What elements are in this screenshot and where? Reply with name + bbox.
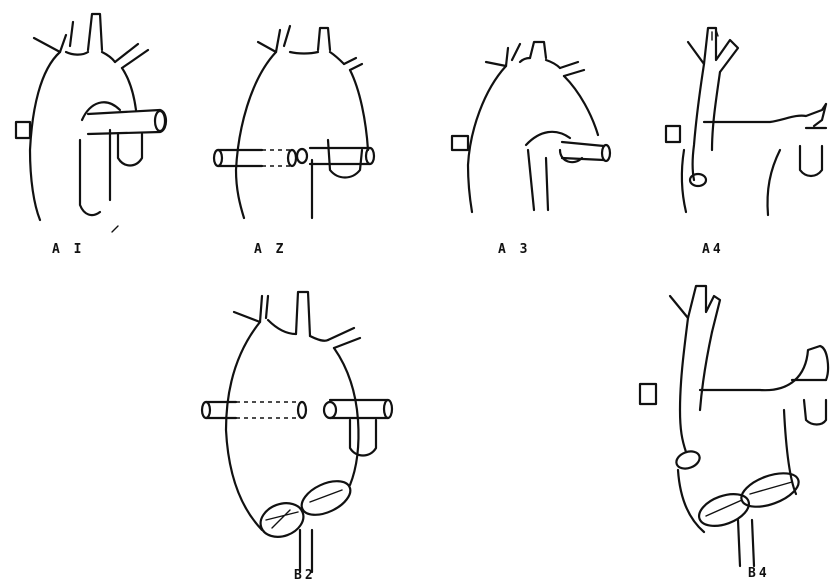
panel-b2-drawing	[202, 292, 392, 572]
panel-label-b2: B2	[294, 568, 316, 583]
panel-a2-drawing	[214, 26, 374, 218]
panel-label-a1: A I	[52, 242, 84, 257]
panel-a3-drawing	[452, 42, 610, 212]
panel-label-b4: B4	[748, 566, 770, 581]
panel-label-a3: A 3	[498, 242, 530, 257]
panel-b4-drawing	[640, 286, 828, 566]
panel-label-a4: A4	[702, 242, 724, 257]
panel-a4-drawing	[666, 28, 826, 215]
panel-label-a2: A Z	[254, 242, 286, 257]
panel-a1-drawing	[16, 14, 166, 232]
